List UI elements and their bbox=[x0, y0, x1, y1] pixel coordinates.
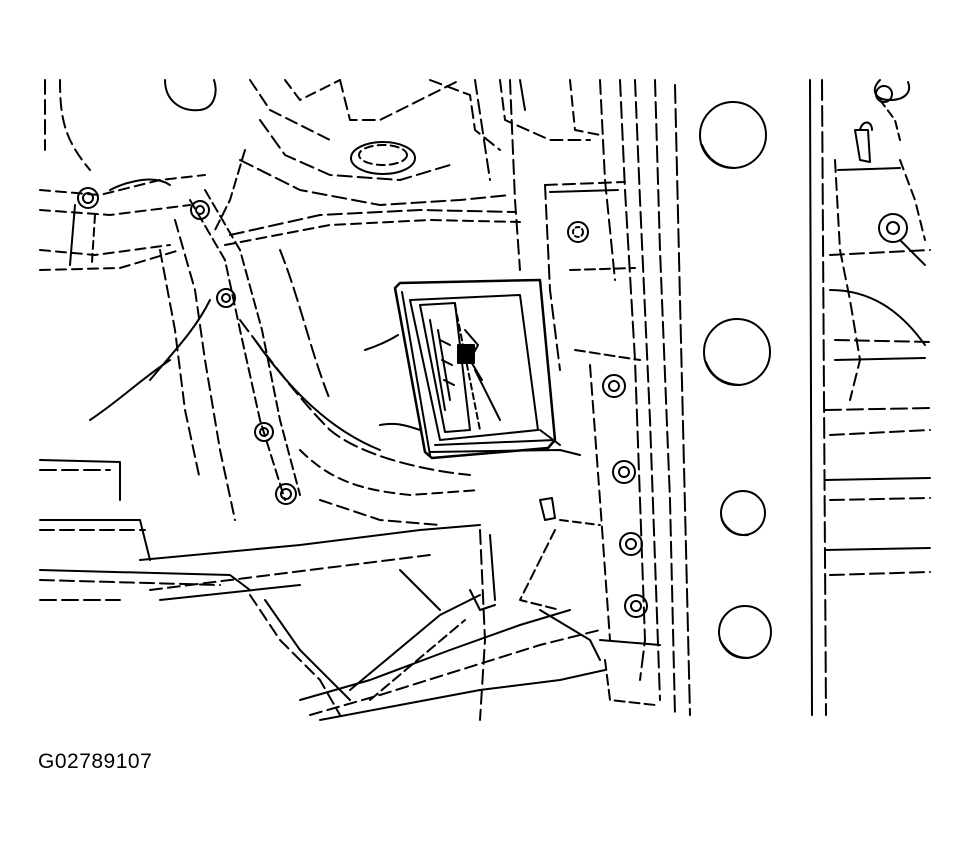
bolt-head-icon bbox=[603, 375, 625, 397]
bolt-head-icon bbox=[78, 188, 98, 208]
bolt-head-icon bbox=[191, 201, 209, 219]
lower-structure bbox=[140, 498, 605, 720]
bolt-head-icon bbox=[255, 423, 273, 441]
control-module bbox=[395, 280, 580, 458]
left-body-panel bbox=[40, 80, 250, 600]
bolt-head-icon bbox=[217, 289, 235, 307]
bolt-head-icon bbox=[879, 214, 907, 242]
rail-bolts bbox=[603, 375, 647, 617]
flange-bolts bbox=[78, 188, 296, 504]
bolt-head-icon bbox=[276, 484, 296, 504]
vertical-rail bbox=[510, 80, 690, 715]
bolt-head-icon bbox=[625, 595, 647, 617]
figure-id-label: G02789107 bbox=[38, 750, 153, 773]
right-panel bbox=[700, 80, 930, 715]
diagonal-flange bbox=[160, 150, 300, 520]
connector-icon bbox=[458, 345, 474, 363]
inner-panel bbox=[240, 250, 480, 525]
bolt-head-icon bbox=[876, 86, 892, 102]
bolt-head-icon bbox=[620, 533, 642, 555]
bolt-head-icon bbox=[613, 461, 635, 483]
upper-bracket-outline bbox=[165, 80, 600, 245]
